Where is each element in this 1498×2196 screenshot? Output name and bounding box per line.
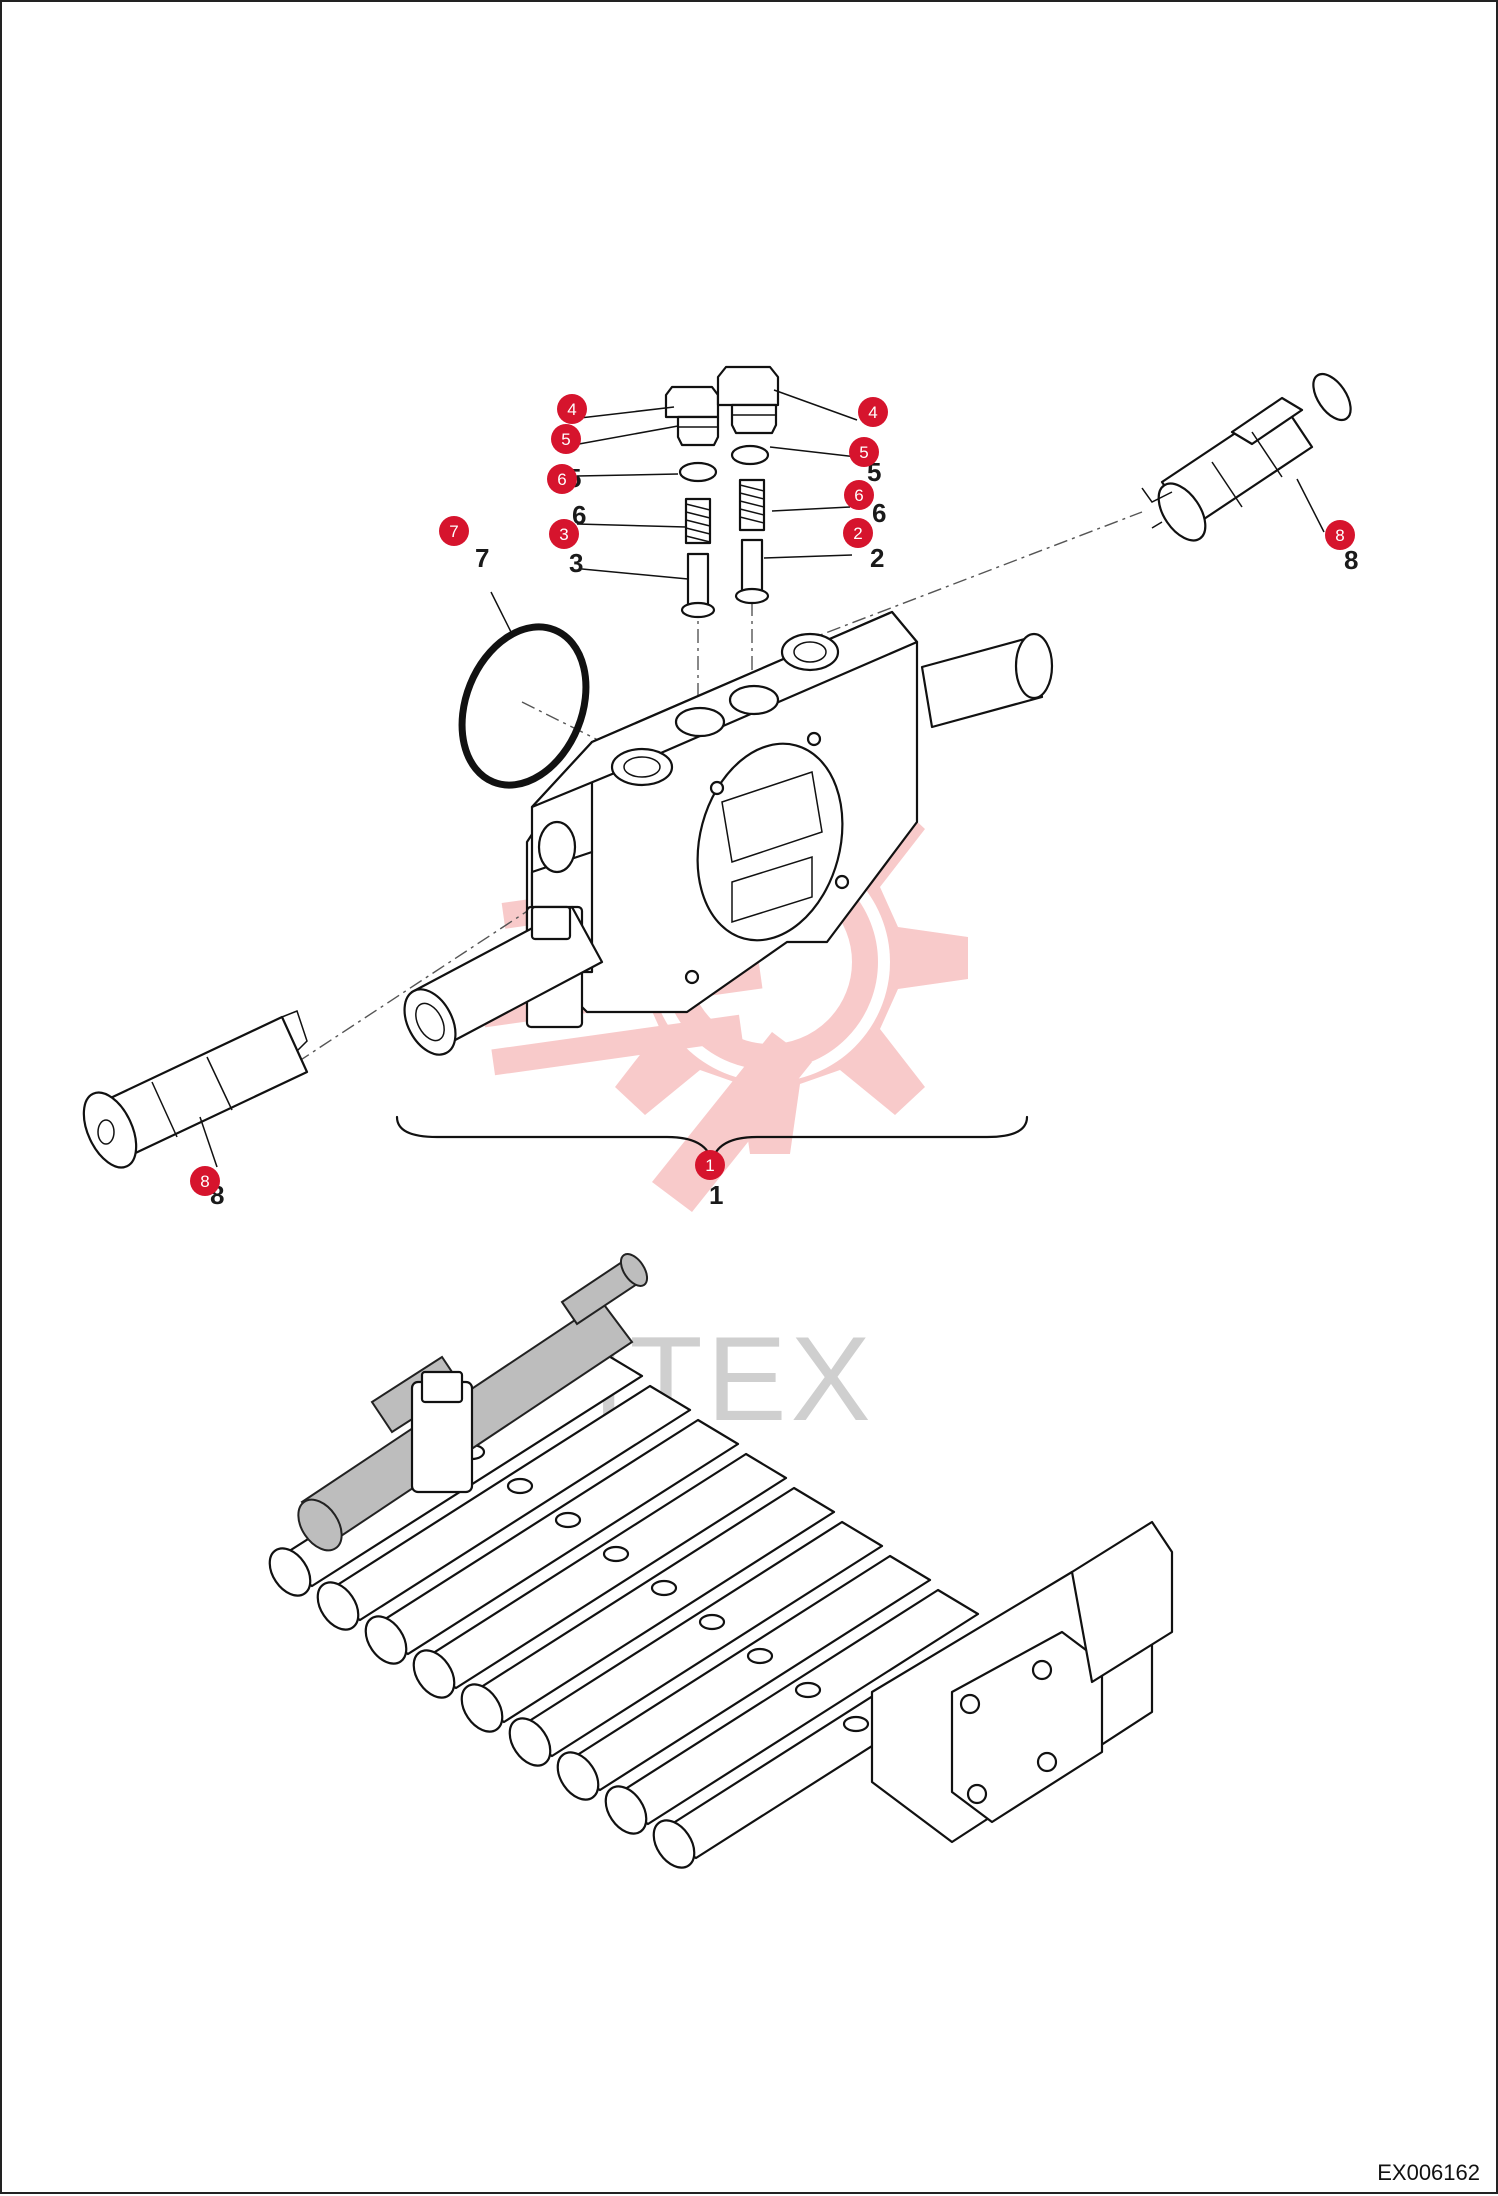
section-port-top bbox=[602, 1545, 630, 1563]
section-port-top bbox=[794, 1681, 822, 1699]
spring-right bbox=[738, 478, 766, 532]
callout-badge-1: 1 bbox=[695, 1150, 725, 1180]
section-port-end bbox=[460, 1683, 504, 1733]
section-port-top bbox=[842, 1715, 870, 1733]
section-port-end bbox=[652, 1819, 696, 1869]
svg-text:3: 3 bbox=[559, 525, 568, 544]
section-port-end bbox=[364, 1615, 408, 1665]
label-7: 7 bbox=[475, 543, 489, 573]
section-port-top bbox=[506, 1477, 534, 1495]
callout-badge-2: 2 bbox=[843, 518, 873, 548]
callout-badge-4-right: 4 bbox=[858, 397, 888, 427]
section-port-end bbox=[316, 1581, 360, 1631]
spring-left bbox=[684, 497, 712, 545]
plug-right bbox=[716, 365, 780, 435]
callout-badge-8-left: 8 bbox=[190, 1166, 220, 1196]
piston-left bbox=[680, 552, 716, 619]
section-port-top bbox=[698, 1613, 726, 1631]
callout-badge-5-right: 5 bbox=[849, 437, 879, 467]
callout-badge-6-left: 6 bbox=[547, 464, 577, 494]
svg-text:5: 5 bbox=[859, 443, 868, 462]
plug-left bbox=[664, 385, 720, 447]
relief-valve-left bbox=[82, 1010, 309, 1169]
callout-badges: 4 5 6 3 7 4 5 6 bbox=[190, 394, 1355, 1196]
large-o-ring bbox=[458, 623, 590, 789]
svg-text:4: 4 bbox=[868, 403, 877, 422]
svg-text:2: 2 bbox=[853, 524, 862, 543]
section-port-end bbox=[508, 1717, 552, 1767]
callout-badge-6-right: 6 bbox=[844, 480, 874, 510]
drawing-reference-code: EX006162 bbox=[1377, 2160, 1480, 2185]
label-3: 3 bbox=[569, 548, 583, 578]
callout-badge-5-left: 5 bbox=[551, 424, 581, 454]
section-port-top bbox=[746, 1647, 774, 1665]
section-port-end bbox=[556, 1751, 600, 1801]
svg-text:8: 8 bbox=[200, 1172, 209, 1191]
valve-section-body bbox=[403, 610, 1054, 1056]
o-ring-left bbox=[678, 461, 718, 483]
piston-right bbox=[734, 538, 770, 605]
section-port-end bbox=[604, 1785, 648, 1835]
svg-text:6: 6 bbox=[854, 486, 863, 505]
svg-text:7: 7 bbox=[449, 522, 458, 541]
svg-text:6: 6 bbox=[557, 470, 566, 489]
section-port-top bbox=[650, 1579, 678, 1597]
label-6-ghost-right: 6 bbox=[872, 498, 886, 528]
section-port-top bbox=[554, 1511, 582, 1529]
label-6-ghost-left: 6 bbox=[572, 500, 586, 530]
label-1: 1 bbox=[709, 1180, 723, 1210]
leader-lines bbox=[199, 389, 1325, 1168]
relief-valve-right bbox=[1141, 372, 1352, 542]
control-valve-assembly bbox=[268, 1253, 1174, 1869]
svg-text:5: 5 bbox=[561, 430, 570, 449]
callout-badge-3: 3 bbox=[549, 519, 579, 549]
callout-badge-4-left: 4 bbox=[557, 394, 587, 424]
label-8-right: 8 bbox=[1344, 545, 1358, 575]
section-port-end bbox=[412, 1649, 456, 1699]
svg-text:1: 1 bbox=[705, 1156, 714, 1175]
section-port-end bbox=[268, 1547, 312, 1597]
svg-text:4: 4 bbox=[567, 400, 576, 419]
callout-badge-8-right: 8 bbox=[1325, 520, 1355, 550]
o-ring-right bbox=[730, 444, 770, 466]
svg-text:8: 8 bbox=[1335, 526, 1344, 545]
callout-badge-7: 7 bbox=[439, 516, 469, 546]
label-2: 2 bbox=[870, 543, 884, 573]
